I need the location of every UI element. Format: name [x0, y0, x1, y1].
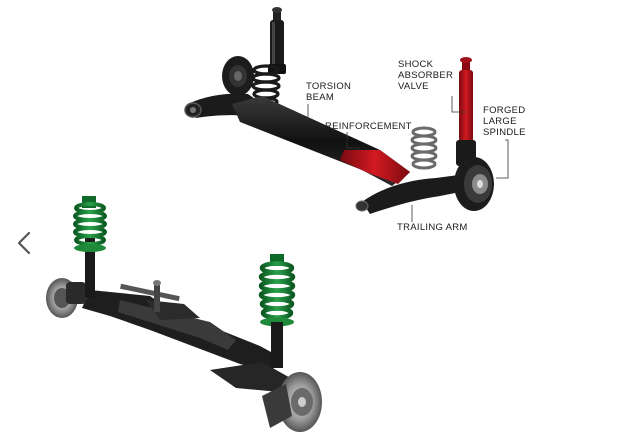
- label-trailing-arm: TRAILING ARM: [397, 222, 468, 233]
- shock-absorber-valve: [456, 57, 476, 166]
- leader-lines: [307, 96, 509, 222]
- forged-large-spindle: [454, 157, 494, 211]
- label-torsion-beam: TORSION BEAM: [306, 81, 352, 103]
- reinforcement-section: [340, 150, 410, 184]
- label-forged-large-spindle: FORGED LARGE SPINDLE: [483, 105, 526, 138]
- label-reinforcement: REINFORCEMENT: [325, 121, 412, 132]
- right-green-coil-spring: [258, 254, 296, 327]
- right-brake-disc: [262, 372, 322, 432]
- left-green-coil-spring: [73, 196, 107, 252]
- left-shock-absorber: [268, 7, 286, 74]
- left-strut: [85, 238, 95, 298]
- label-shock-absorber-valve: SHOCK ABSORBER VALVE: [398, 59, 454, 92]
- left-brake-drum: [222, 56, 254, 96]
- rear-torsion-beam-assembly: [184, 7, 494, 214]
- left-brake-disc: [46, 278, 86, 318]
- right-coil-spring: [410, 126, 438, 170]
- right-strut: [271, 322, 283, 368]
- chevron-left-icon[interactable]: [12, 228, 36, 258]
- right-trailing-arm: [362, 174, 470, 214]
- front-suspension-assembly: [46, 196, 322, 432]
- chevron-left-icon-glyph: [17, 231, 31, 255]
